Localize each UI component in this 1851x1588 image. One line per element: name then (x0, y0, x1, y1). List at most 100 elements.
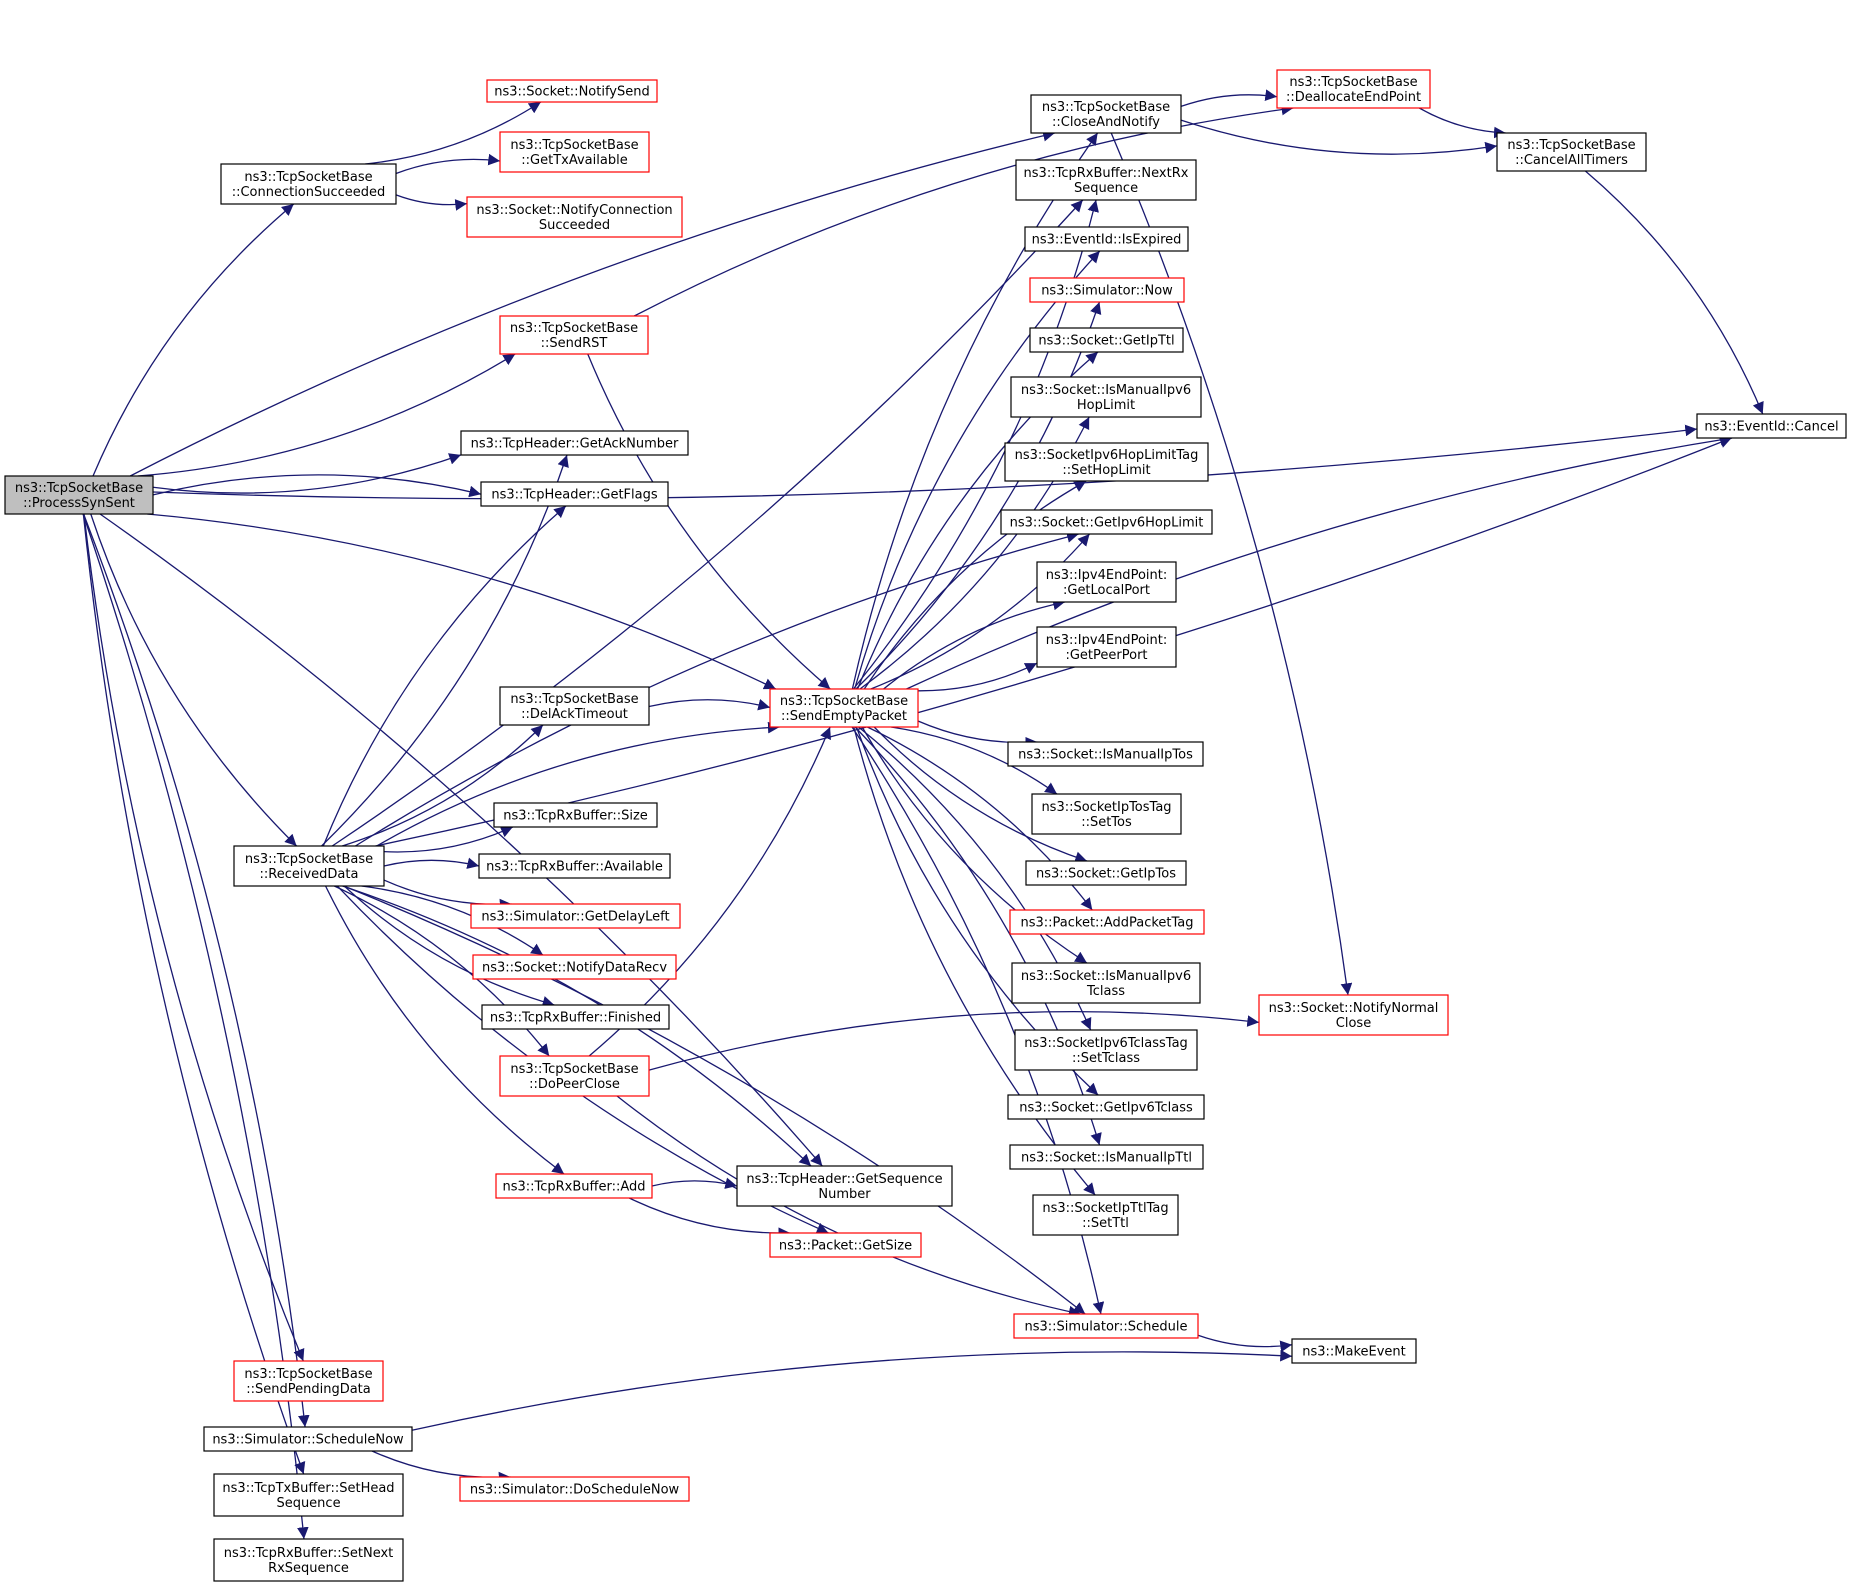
node-label-line: ns3::Socket::IsManualIpTtl (1021, 1151, 1192, 1166)
node-layer: ns3::TcpSocketBase::ProcessSynSentns3::T… (4, 69, 1847, 1582)
node-label-line: ns3::Socket::GetIpTtl (1038, 334, 1174, 349)
node-ismanualiptos[interactable]: ns3::Socket::IsManualIpTos (1007, 741, 1204, 767)
node-sendrst[interactable]: ns3::TcpSocketBase::SendRST (499, 315, 649, 355)
edge-delacktimeout-to-sendemptypacket (648, 698, 771, 711)
node-box (499, 686, 650, 726)
node-box (459, 1476, 690, 1502)
node-label-line: ::DeallocateEndPoint (1286, 90, 1421, 105)
node-makeevent[interactable]: ns3::MakeEvent (1291, 1338, 1417, 1364)
node-label-line: ns3::TcpSocketBase (510, 321, 638, 336)
node-getipttl[interactable]: ns3::Socket::GetIpTtl (1029, 327, 1184, 353)
node-notifysend[interactable]: ns3::Socket::NotifySend (486, 79, 658, 103)
node-isexpired[interactable]: ns3::EventId::IsExpired (1024, 226, 1189, 252)
edge-closeandnotify-to-deallocateendpoint (1180, 89, 1278, 108)
node-cancelalltimers[interactable]: ns3::TcpSocketBase::CancelAllTimers (1496, 132, 1647, 172)
edge-processsynsent-to-getsequencenumber (99, 513, 823, 1167)
edge-connectionsucceeded-to-notifyconnectionsucceeded (395, 194, 468, 211)
node-sendpendingdata[interactable]: ns3::TcpSocketBase::SendPendingData (233, 1360, 384, 1402)
node-eventidcancel[interactable]: ns3::EventId::Cancel (1696, 413, 1847, 439)
node-label-line: ::DelAckTimeout (521, 707, 628, 722)
node-rxbuffersize[interactable]: ns3::TcpRxBuffer::Size (493, 802, 658, 828)
node-label-line: ns3::Socket::NotifyConnection (476, 203, 672, 218)
edge-sendemptypacket-to-ismanualiptos (917, 720, 1038, 749)
node-doschedulenow[interactable]: ns3::Simulator::DoScheduleNow (459, 1476, 690, 1502)
edge-processsynsent-to-setheadsequence (82, 513, 306, 1475)
edge-receiveddata-to-eventidcancel (375, 436, 1732, 847)
node-getlocalport[interactable]: ns3::Ipv4EndPoint::GetLocalPort (1036, 561, 1177, 603)
node-label-line: ::CancelAllTimers (1515, 153, 1628, 168)
node-settclass[interactable]: ns3::SocketIpv6TclassTag::SetTclass (1014, 1029, 1198, 1071)
node-notifydatarecv[interactable]: ns3::Socket::NotifyDataRecv (472, 954, 677, 980)
node-label-line: ns3::Packet::AddPacketTag (1020, 916, 1193, 931)
edge-processsynsent-to-getflags (152, 474, 482, 498)
node-processsynsent[interactable]: ns3::TcpSocketBase::ProcessSynSent (4, 475, 154, 515)
node-box (1015, 159, 1197, 201)
node-label-line: Tclass (1086, 984, 1125, 999)
node-getdelayleft[interactable]: ns3::Simulator::GetDelayLeft (470, 903, 681, 929)
node-box (769, 1232, 922, 1258)
node-delacktimeout[interactable]: ns3::TcpSocketBase::DelAckTimeout (499, 686, 650, 726)
node-label-line: ns3::TcpSocketBase (15, 481, 143, 496)
node-getacknumber[interactable]: ns3::TcpHeader::GetAckNumber (460, 430, 689, 456)
node-setttl[interactable]: ns3::SocketIpTtlTag::SetTtl (1032, 1194, 1179, 1236)
node-box (1024, 226, 1189, 252)
node-rxbufferadd[interactable]: ns3::TcpRxBuffer::Add (495, 1173, 653, 1199)
node-sethoplimit[interactable]: ns3::SocketIpv6HopLimitTag::SetHopLimit (1004, 442, 1209, 482)
node-box (1496, 132, 1647, 172)
node-label-line: ns3::TcpRxBuffer::NextRx (1024, 166, 1189, 181)
node-rxbufferfinished[interactable]: ns3::TcpRxBuffer::Finished (481, 1004, 670, 1030)
edge-receiveddata-to-sendemptypacket (376, 721, 780, 847)
node-box (1010, 376, 1202, 418)
edge-processsynsent-to-eventidcancel (152, 424, 1698, 500)
node-schedulenow[interactable]: ns3::Simulator::ScheduleNow (203, 1426, 413, 1452)
node-box (1291, 1338, 1417, 1364)
node-dopeerclose[interactable]: ns3::TcpSocketBase::DoPeerClose (499, 1055, 650, 1097)
edge-receiveddata-to-simulatorschedule (343, 885, 1086, 1315)
node-simulatorschedule[interactable]: ns3::Simulator::Schedule (1013, 1313, 1199, 1339)
node-sendemptypacket[interactable]: ns3::TcpSocketBase::SendEmptyPacket (769, 688, 919, 728)
node-box (470, 903, 681, 929)
node-simulatornow[interactable]: ns3::Simulator::Now (1029, 277, 1185, 303)
edge-processsynsent-to-sendpendingdata (83, 513, 305, 1362)
edge-receiveddata-to-notifydatarecv (361, 885, 544, 956)
node-settos[interactable]: ns3::SocketIpTosTag::SetTos (1031, 793, 1182, 835)
node-label-line: ::SendEmptyPacket (781, 709, 907, 724)
node-packetgetsize[interactable]: ns3::Packet::GetSize (769, 1232, 922, 1258)
node-label-line: ns3::Packet::GetSize (779, 1239, 912, 1254)
node-box (213, 1538, 404, 1582)
node-box (1004, 442, 1209, 482)
node-box (478, 853, 671, 879)
node-receiveddata[interactable]: ns3::TcpSocketBase::ReceivedData (233, 845, 385, 887)
edge-processsynsent-to-sendrst (137, 353, 516, 477)
node-deallocateendpoint[interactable]: ns3::TcpSocketBase::DeallocateEndPoint (1276, 69, 1431, 109)
node-getipv6tclass[interactable]: ns3::Socket::GetIpv6Tclass (1007, 1094, 1205, 1120)
node-getipv6hoplimit[interactable]: ns3::Socket::GetIpv6HopLimit (1000, 509, 1213, 535)
node-label-line: :GetPeerPort (1065, 648, 1147, 663)
node-getflags[interactable]: ns3::TcpHeader::GetFlags (480, 481, 669, 507)
node-gettxavailable[interactable]: ns3::TcpSocketBase::GetTxAvailable (499, 131, 650, 173)
node-closeandnotify[interactable]: ns3::TcpSocketBase::CloseAndNotify (1030, 94, 1182, 134)
node-ismanualipttl[interactable]: ns3::Socket::IsManualIpTtl (1009, 1144, 1204, 1170)
node-label-line: ::DoPeerClose (529, 1077, 620, 1092)
node-box (1009, 1144, 1204, 1170)
node-rxbufferavailable[interactable]: ns3::TcpRxBuffer::Available (478, 853, 671, 879)
node-label-line: ns3::Socket::IsManualIpTos (1018, 748, 1193, 763)
node-box (1696, 413, 1847, 439)
node-box (1007, 1094, 1205, 1120)
node-addpackettag[interactable]: ns3::Packet::AddPacketTag (1009, 909, 1205, 935)
node-connectionsucceeded[interactable]: ns3::TcpSocketBase::ConnectionSucceeded (220, 163, 397, 205)
node-box (1025, 860, 1187, 886)
node-getpeerport[interactable]: ns3::Ipv4EndPoint::GetPeerPort (1036, 626, 1177, 668)
edge-processsynsent-to-schedulenow (83, 513, 310, 1428)
node-box (1013, 1313, 1199, 1339)
node-getiptos[interactable]: ns3::Socket::GetIpTos (1025, 860, 1187, 886)
node-label-line: ns3::TcpRxBuffer::Finished (490, 1011, 661, 1026)
